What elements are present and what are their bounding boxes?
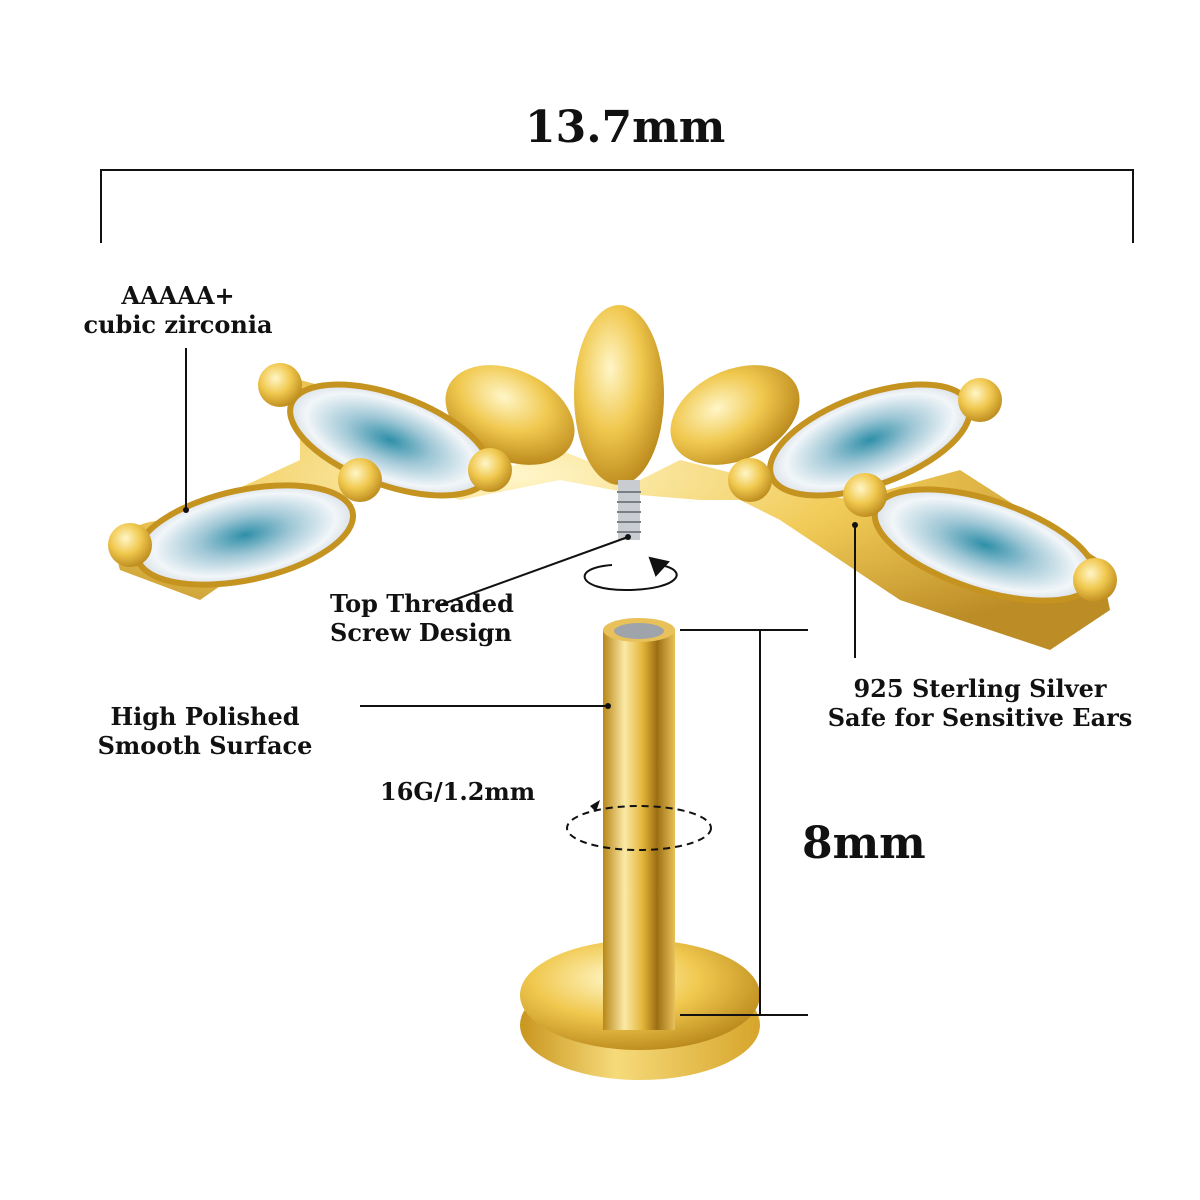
leader-lines [185,348,856,1016]
material-callout-line2: Safe for Sensitive Ears [827,702,1133,732]
surface-callout-line2: Smooth Surface [97,730,313,760]
screw-callout-line2: Screw Design [330,617,512,647]
surface-callout-line1: High Polished [110,702,300,731]
crown-top-piece [108,305,1117,650]
gauge-rotate-icon [566,805,712,851]
material-callout-line1: 925 Sterling Silver [853,674,1107,703]
gauge-label: 16G/1.2mm [380,777,536,806]
material-callout: 925 Sterling Silver Safe for Sensitive E… [775,674,1185,733]
stone-callout-line2: cubic zirconia [83,309,273,339]
screw-callout-line1: Top Threaded [330,589,514,618]
rotate-arrow-icon [583,556,678,592]
stone-callout-line1: AAAAA+ [121,281,235,310]
height-dimension-label: 8mm [802,818,926,869]
surface-callout: High Polished Smooth Surface [60,702,350,761]
stone-callout: AAAAA+ cubic zirconia [48,281,308,340]
screw-callout: Top Threaded Screw Design [330,589,514,648]
width-dimension-bracket [100,169,1134,243]
width-dimension-label: 13.7mm [525,102,726,153]
labret-post [520,618,760,1080]
